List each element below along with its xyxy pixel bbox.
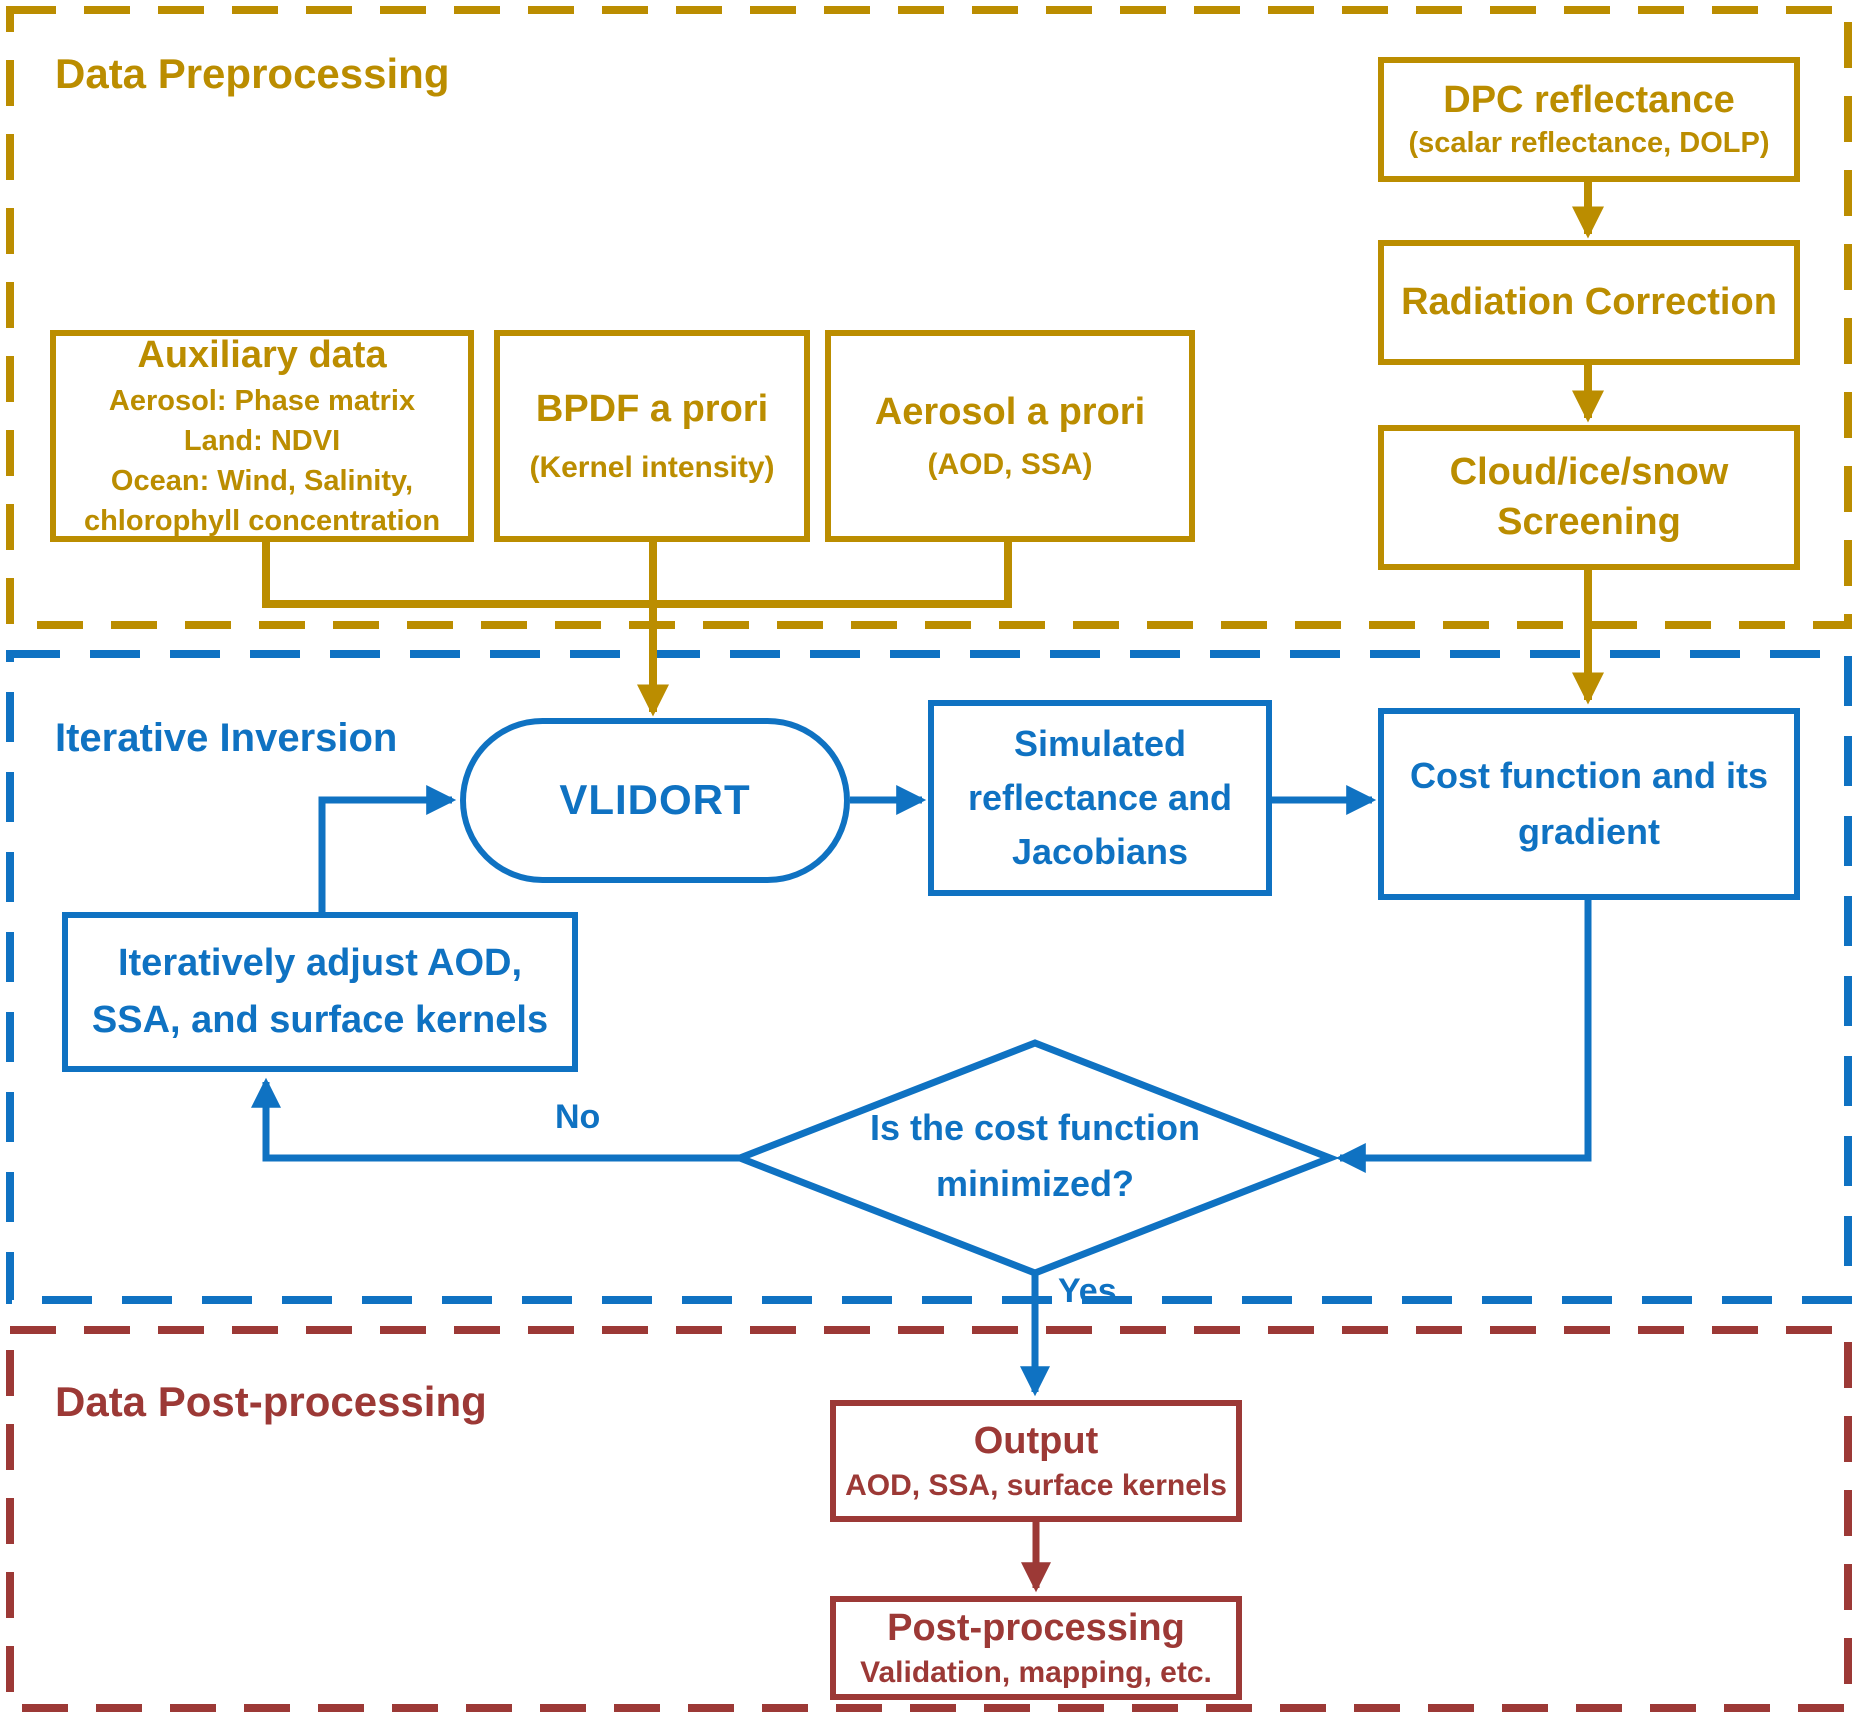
node-auxiliary-data: Auxiliary data Aerosol: Phase matrix Lan… bbox=[50, 330, 474, 542]
arrow-adjust-to-vlidort bbox=[318, 785, 457, 912]
node-bpdf-apriori: BPDF a prori (Kernel intensity) bbox=[494, 330, 810, 542]
vlidort-title: VLIDORT bbox=[559, 776, 751, 824]
node-vlidort: VLIDORT bbox=[460, 718, 850, 883]
auxiliary-line-ocean: Ocean: Wind, Salinity, bbox=[110, 464, 414, 497]
node-cloud-screening: Cloud/ice/snow Screening bbox=[1378, 425, 1800, 570]
section-label-preprocessing: Data Preprocessing bbox=[55, 50, 450, 97]
cloud-title-line2: Screening bbox=[1497, 500, 1681, 543]
adjust-line1: Iteratively adjust AOD, bbox=[117, 942, 523, 984]
arrow-decision-no-to-adjust bbox=[251, 1077, 740, 1162]
edge-label-no: No bbox=[555, 1098, 601, 1136]
output-subtitle: AOD, SSA, surface kernels bbox=[845, 1469, 1227, 1503]
section-label-postprocessing: Data Post-processing bbox=[55, 1378, 487, 1425]
bpdf-subtitle: (Kernel intensity) bbox=[529, 451, 775, 485]
node-dpc-reflectance: DPC reflectance (scalar reflectance, DOL… bbox=[1378, 57, 1800, 182]
auxiliary-line-land: Land: NDVI bbox=[183, 424, 341, 457]
section-label-inversion: Iterative Inversion bbox=[55, 716, 398, 760]
dpc-title: DPC reflectance bbox=[1443, 78, 1735, 121]
aerosol-apriori-subtitle: (AOD, SSA) bbox=[927, 448, 1093, 482]
arrow-cost-to-decision bbox=[1335, 900, 1592, 1173]
auxiliary-title: Auxiliary data bbox=[137, 334, 387, 377]
cost-line1: Cost function and its bbox=[1410, 755, 1768, 797]
cost-line2: gradient bbox=[1517, 811, 1660, 852]
edge-label-yes: Yes bbox=[1058, 1272, 1117, 1310]
simulated-line3: Jacobians bbox=[1011, 831, 1189, 872]
decision-text: Is the cost function minimized? bbox=[785, 1100, 1285, 1212]
decision-line1: Is the cost function bbox=[869, 1107, 1200, 1148]
node-aerosol-apriori: Aerosol a prori (AOD, SSA) bbox=[825, 330, 1195, 542]
post-subtitle: Validation, mapping, etc. bbox=[860, 1656, 1212, 1690]
auxiliary-line-chlorophyll: chlorophyll concentration bbox=[83, 504, 441, 537]
simulated-line2: reflectance and bbox=[967, 777, 1233, 818]
node-simulated-reflectance: Simulated reflectance and Jacobians bbox=[928, 700, 1272, 896]
radiation-title: Radiation Correction bbox=[1401, 280, 1777, 323]
node-post-processing: Post-processing Validation, mapping, etc… bbox=[830, 1596, 1242, 1700]
cloud-title-line1: Cloud/ice/snow bbox=[1449, 451, 1729, 494]
post-title: Post-processing bbox=[887, 1606, 1185, 1649]
decision-line2: minimized? bbox=[935, 1162, 1135, 1204]
auxiliary-line-aerosol: Aerosol: Phase matrix bbox=[108, 384, 416, 417]
node-radiation-correction: Radiation Correction bbox=[1378, 240, 1800, 365]
dpc-subtitle: (scalar reflectance, DOLP) bbox=[1408, 127, 1770, 160]
bracket-apriori-merge bbox=[262, 542, 1012, 608]
bpdf-title: BPDF a prori bbox=[535, 387, 769, 430]
section-border-inversion bbox=[6, 650, 1852, 1304]
simulated-line1: Simulated bbox=[1013, 723, 1187, 764]
adjust-line2: SSA, and surface kernels bbox=[91, 999, 549, 1041]
decision-diamond bbox=[730, 1039, 1340, 1277]
section-border-preprocessing bbox=[6, 6, 1852, 629]
node-iteratively-adjust: Iteratively adjust AOD, SSA, and surface… bbox=[62, 912, 578, 1072]
aerosol-apriori-title: Aerosol a prori bbox=[874, 390, 1146, 433]
section-border-postprocessing bbox=[6, 1326, 1852, 1712]
node-output: Output AOD, SSA, surface kernels bbox=[830, 1400, 1242, 1522]
output-title: Output bbox=[973, 1419, 1099, 1462]
node-cost-function: Cost function and its gradient bbox=[1378, 708, 1800, 900]
